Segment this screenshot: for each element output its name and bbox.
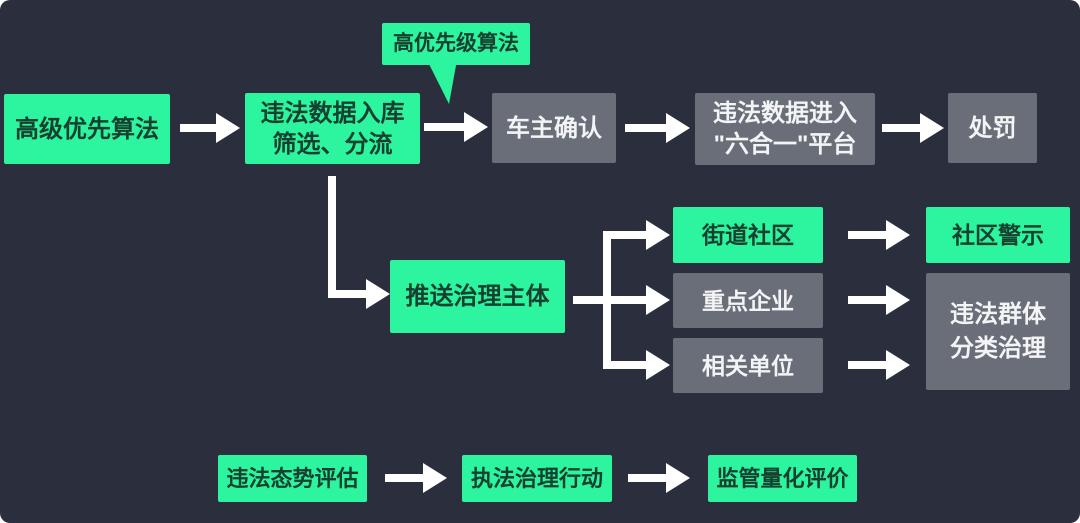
arrow-street-to-warning: [848, 220, 910, 250]
arrow-sixinone-to-punishment: [882, 113, 944, 143]
node-priority-algorithm: 高级优先算法: [4, 94, 170, 164]
arrow-enterprise-to-group: [848, 285, 910, 315]
node-community-warning: 社区警示: [926, 207, 1070, 263]
elbow-intake-to-push: [328, 176, 390, 309]
arrow-owner-to-sixinone: [625, 113, 690, 143]
node-situation-assessment: 违法态势评估: [218, 455, 367, 502]
arrow-intake-to-owner: [424, 112, 488, 142]
node-key-enterprises: 重点企业: [673, 273, 823, 328]
arrow-enforce-to-evaluate: [628, 463, 690, 493]
arrow-units-to-group: [848, 350, 910, 380]
node-group-governance: 违法群体 分类治理: [926, 273, 1070, 390]
node-enforcement-action: 执法治理行动: [462, 455, 612, 502]
callout-high-priority-algorithm: 高优先级算法: [382, 23, 530, 65]
node-street-community: 街道社区: [673, 207, 823, 263]
node-quantitative-evaluation: 监管量化评价: [708, 455, 857, 502]
arrow-assess-to-enforce: [385, 463, 447, 493]
node-push-governance: 推送治理主体: [390, 260, 565, 333]
node-six-in-one-platform: 违法数据进入 "六合一"平台: [695, 93, 875, 165]
node-related-units: 相关单位: [673, 338, 823, 393]
trident-push-to-targets: [573, 220, 670, 380]
callout-tail: [427, 60, 457, 104]
node-data-intake: 违法数据入库 筛选、分流: [245, 93, 420, 164]
node-punishment: 处罚: [948, 93, 1037, 163]
arrow-priority-to-intake: [180, 113, 240, 143]
node-owner-confirm: 车主确认: [492, 93, 616, 163]
